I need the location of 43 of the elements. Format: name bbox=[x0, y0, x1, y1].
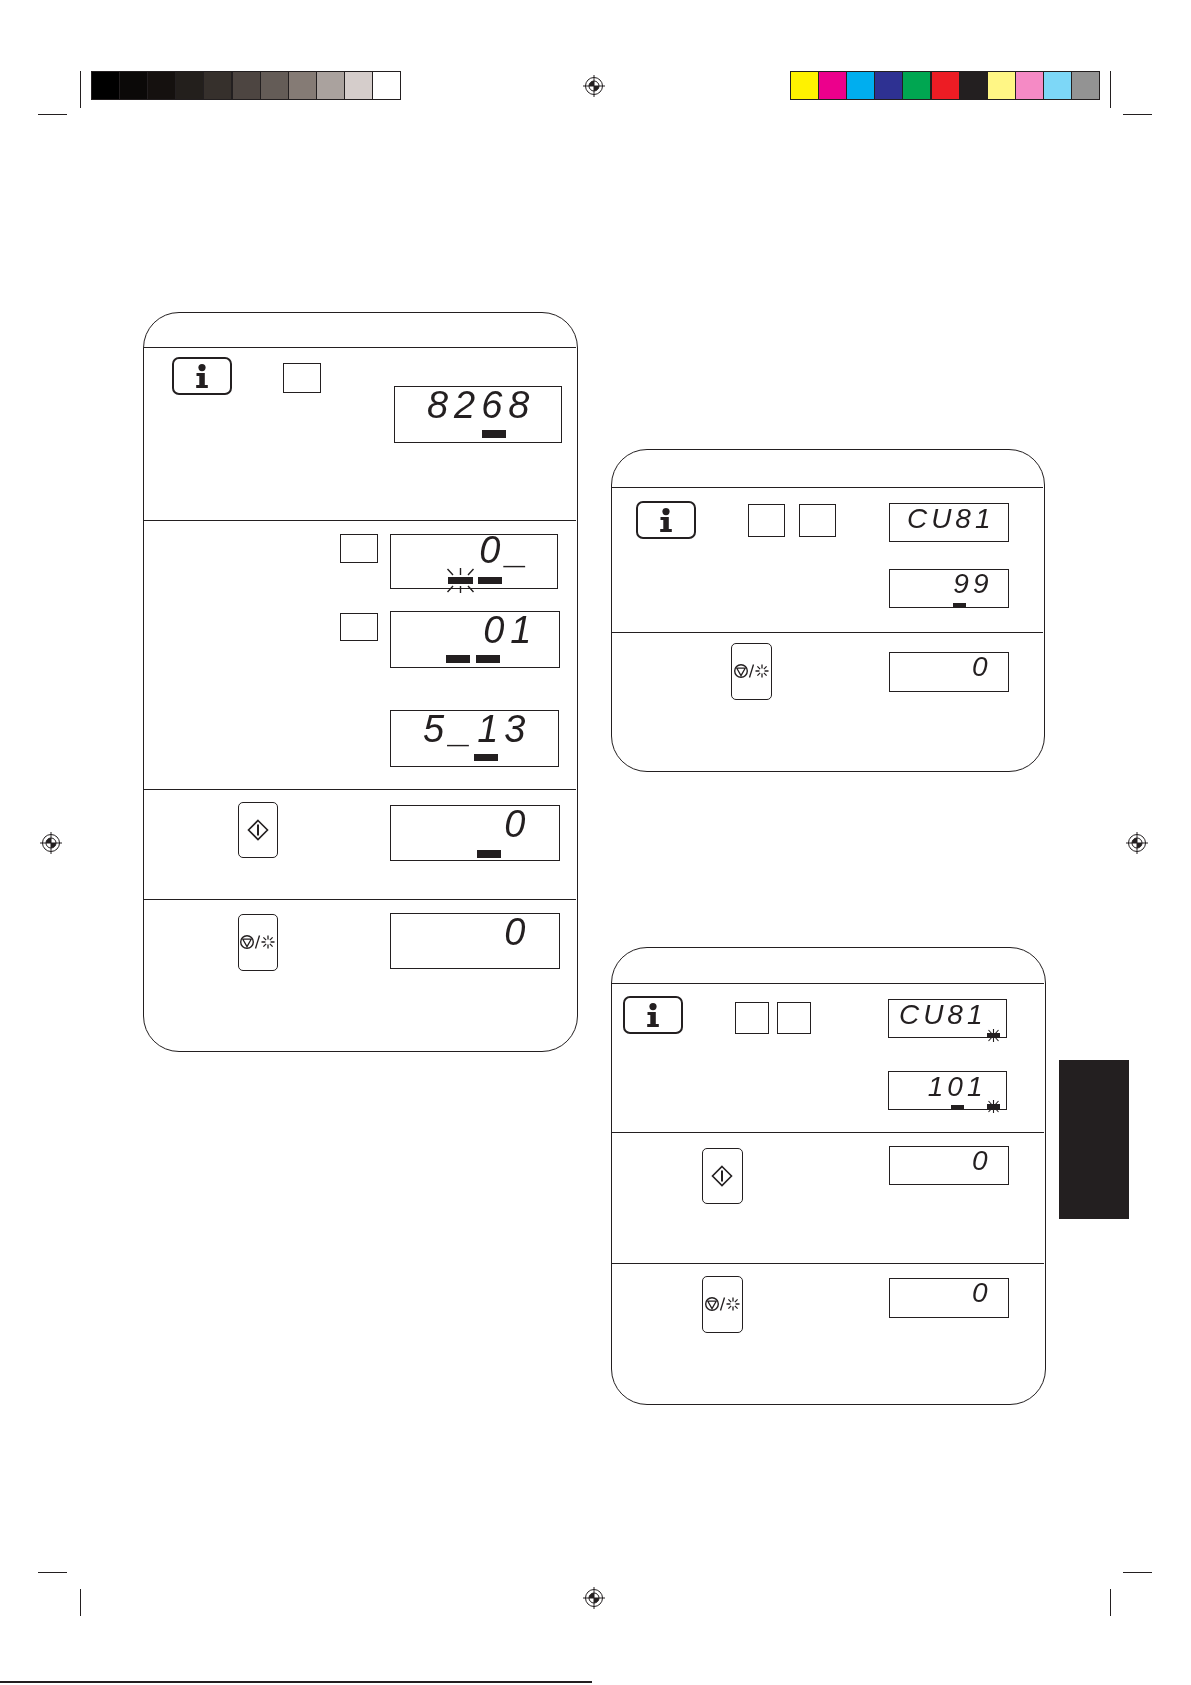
lcd-display bbox=[889, 1146, 1009, 1185]
display-readout: 0 bbox=[971, 651, 992, 683]
info-key bbox=[172, 357, 232, 395]
display-readout: 5_13 bbox=[422, 708, 532, 751]
lcd-display bbox=[889, 652, 1009, 692]
instruction-panel bbox=[611, 449, 1045, 772]
display-readout: 8268 bbox=[426, 384, 536, 427]
lcd-display bbox=[889, 1278, 1009, 1318]
display-readout: 0 bbox=[504, 911, 532, 954]
display-readout: 101 bbox=[927, 1071, 987, 1103]
display-readout: 0_ bbox=[479, 529, 534, 572]
lcd-display bbox=[889, 503, 1009, 542]
blank-key bbox=[283, 363, 321, 393]
display-readout: CU81 bbox=[906, 503, 995, 535]
blank-key bbox=[777, 1002, 811, 1034]
lcd-display bbox=[394, 386, 562, 443]
lcd-display bbox=[390, 805, 560, 861]
lcd-display bbox=[390, 710, 559, 767]
index-tab bbox=[1059, 1060, 1129, 1219]
start-key bbox=[702, 1148, 743, 1204]
stop-key bbox=[238, 914, 278, 971]
display-readout: 99 bbox=[953, 568, 993, 600]
info-key bbox=[623, 996, 683, 1034]
blank-key bbox=[748, 504, 785, 537]
instruction-panel bbox=[143, 312, 578, 1052]
blank-key bbox=[340, 613, 378, 641]
display-readout: 01 bbox=[483, 609, 538, 652]
display-readout: 0 bbox=[971, 1145, 992, 1177]
stop-key bbox=[731, 643, 772, 700]
info-key bbox=[636, 501, 696, 539]
blank-key bbox=[340, 534, 378, 563]
lcd-display bbox=[888, 1071, 1007, 1110]
lcd-display bbox=[889, 569, 1009, 608]
blank-key bbox=[735, 1002, 769, 1034]
blank-key bbox=[799, 504, 836, 537]
stop-key bbox=[702, 1276, 743, 1333]
lcd-display bbox=[390, 611, 560, 668]
display-readout: 0 bbox=[504, 803, 532, 846]
display-readout: CU81 bbox=[898, 999, 987, 1031]
display-readout: 0 bbox=[971, 1277, 992, 1309]
start-key bbox=[238, 802, 278, 858]
instruction-panel bbox=[611, 947, 1046, 1405]
lcd-display bbox=[390, 913, 560, 969]
